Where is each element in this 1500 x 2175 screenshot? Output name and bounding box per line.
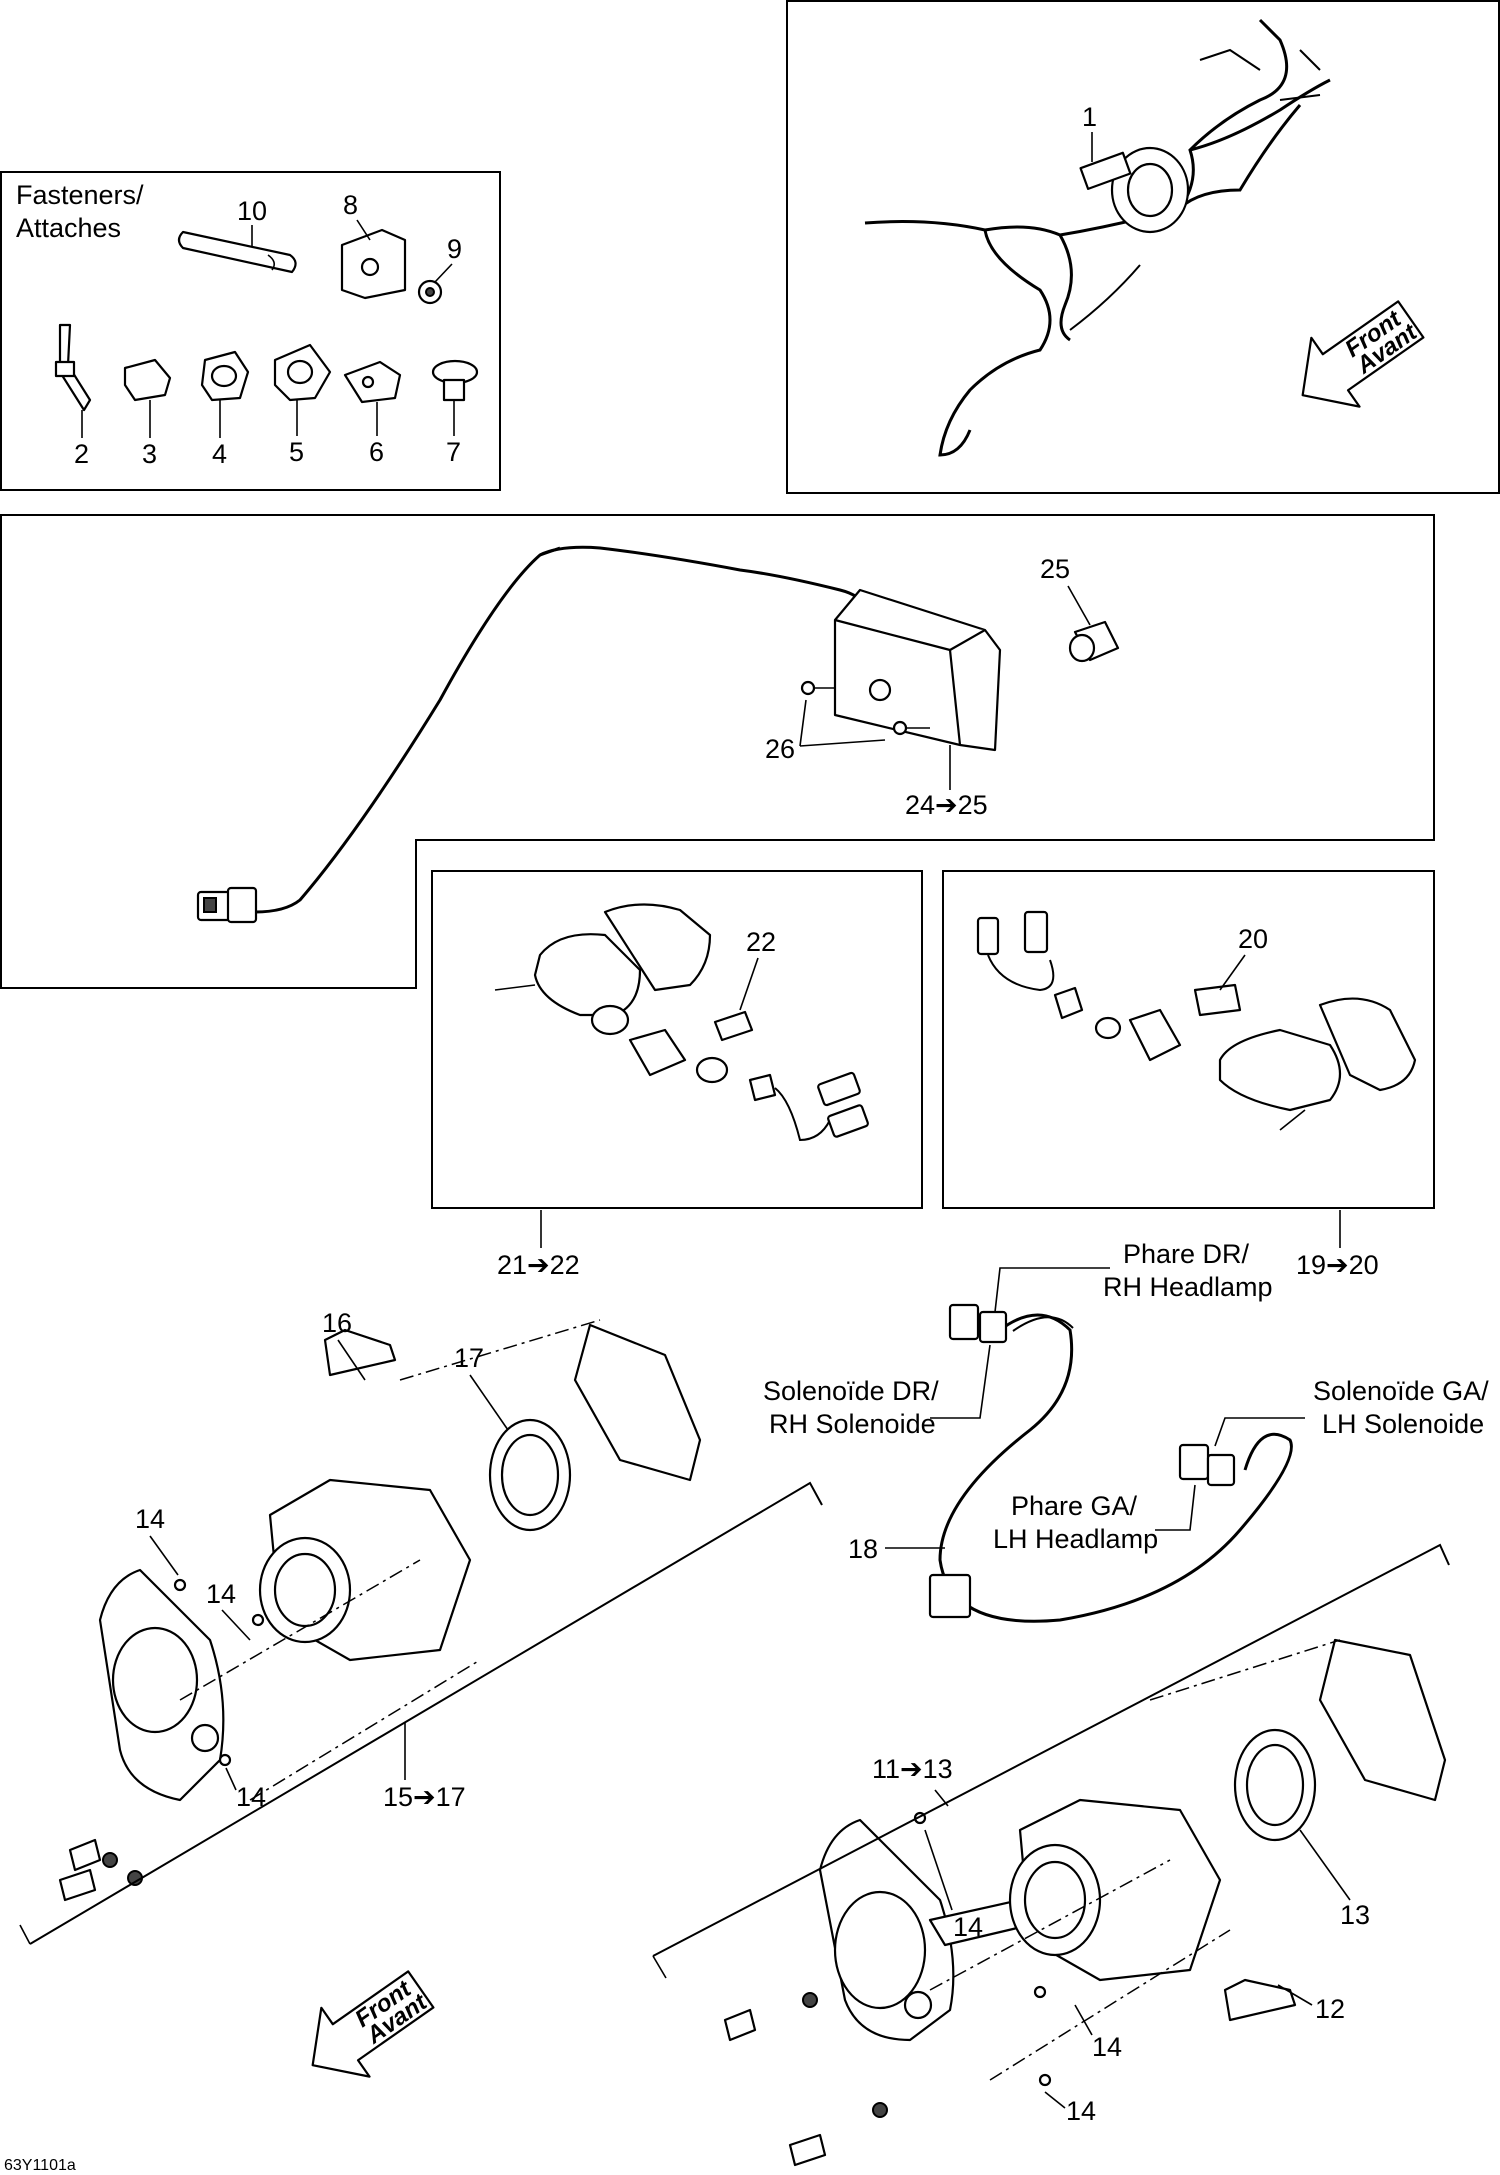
callout-20: 20 <box>1238 924 1268 954</box>
callout-4: 4 <box>212 439 227 469</box>
left-turn-signal-assembly <box>494 903 869 1142</box>
right-signal-box <box>942 870 1435 1209</box>
callout-10: 10 <box>237 196 267 226</box>
callout-19-20: 19➔20 <box>1296 1250 1379 1280</box>
part-4-clamp <box>200 350 250 402</box>
figure-code: 63Y1101a <box>4 2157 76 2174</box>
right-headlamp-assembly <box>818 1638 1447 2042</box>
fasteners-box <box>0 171 501 491</box>
part-9-nut <box>417 279 443 305</box>
part-18-headlamp-harness <box>928 1303 1293 1623</box>
callout-5: 5 <box>289 437 304 467</box>
callout-12: 12 <box>1315 1994 1345 2024</box>
callout-9: 9 <box>447 234 462 264</box>
callout-11-13: 11➔13 <box>872 1754 953 1784</box>
callout-3: 3 <box>142 439 157 469</box>
callout-8: 8 <box>343 190 358 220</box>
part-6-clip <box>343 360 402 404</box>
part-10-edge-trim <box>177 230 297 274</box>
callout-13: 13 <box>1340 1900 1370 1930</box>
callout-14-a: 14 <box>135 1504 165 1534</box>
part-7-push-rivet <box>431 359 479 402</box>
callout-14-e: 14 <box>1092 2032 1122 2062</box>
left-signal-box <box>431 870 923 1209</box>
right-headlamp-screws <box>723 1811 1052 2167</box>
callout-21-22: 21➔22 <box>497 1250 580 1280</box>
part-5-clamp <box>273 343 332 402</box>
left-headlamp-assembly <box>98 1323 702 1802</box>
harness-rh-solenoid-line1: Solenoïde DR/ <box>763 1376 939 1406</box>
callout-7: 7 <box>446 437 461 467</box>
taillight-box <box>0 514 1435 989</box>
callout-25: 25 <box>1040 554 1070 584</box>
callout-2: 2 <box>74 439 89 469</box>
harness-lh-headlamp-line1: Phare GA/ <box>1011 1491 1138 1521</box>
fasteners-title-line1: Fasteners/ <box>16 180 144 210</box>
callout-1: 1 <box>1082 102 1097 132</box>
front-arrow-top: Front Avant <box>1301 300 1425 408</box>
callout-16: 16 <box>322 1308 352 1338</box>
part-26-nuts <box>800 680 930 736</box>
harness-rh-headlamp-line1: Phare DR/ <box>1123 1239 1250 1269</box>
callout-24-25: 24➔25 <box>905 790 988 820</box>
part-24-taillight <box>833 588 1002 752</box>
callout-17: 17 <box>454 1343 484 1373</box>
fasteners-title-line2: Attaches <box>16 213 121 243</box>
callout-22: 22 <box>746 927 776 957</box>
harness-rh-solenoid-line2: RH Solenoide <box>769 1409 936 1439</box>
part-3-clip <box>123 358 172 402</box>
harness-lh-headlamp-line2: LH Headlamp <box>993 1524 1158 1554</box>
harness-rh-headlamp-line2: RH Headlamp <box>1103 1272 1273 1302</box>
taillight-connector <box>196 886 258 924</box>
callout-26: 26 <box>765 734 795 764</box>
harness-lh-solenoid-line2: LH Solenoide <box>1322 1409 1484 1439</box>
callout-14-b: 14 <box>206 1579 236 1609</box>
left-headlamp-screws <box>58 1578 265 1902</box>
taillight-harness-wire <box>254 545 871 914</box>
harness-lh-solenoid-line1: Solenoïde GA/ <box>1313 1376 1489 1406</box>
callout-14-d: 14 <box>953 1912 983 1942</box>
part-8-clip <box>340 228 407 300</box>
callout-6: 6 <box>369 437 384 467</box>
front-arrow-bottom: Front Avant <box>311 1970 435 2078</box>
callout-15-17: 15➔17 <box>383 1782 466 1812</box>
part-1-main-harness <box>864 18 1331 457</box>
harness-box <box>786 0 1500 494</box>
right-turn-signal-assembly <box>976 910 1417 1131</box>
part-25-bulb <box>1068 620 1120 663</box>
callout-18: 18 <box>848 1534 878 1564</box>
part-2-cable-tie <box>54 323 92 412</box>
callout-14-f: 14 <box>1066 2096 1096 2126</box>
